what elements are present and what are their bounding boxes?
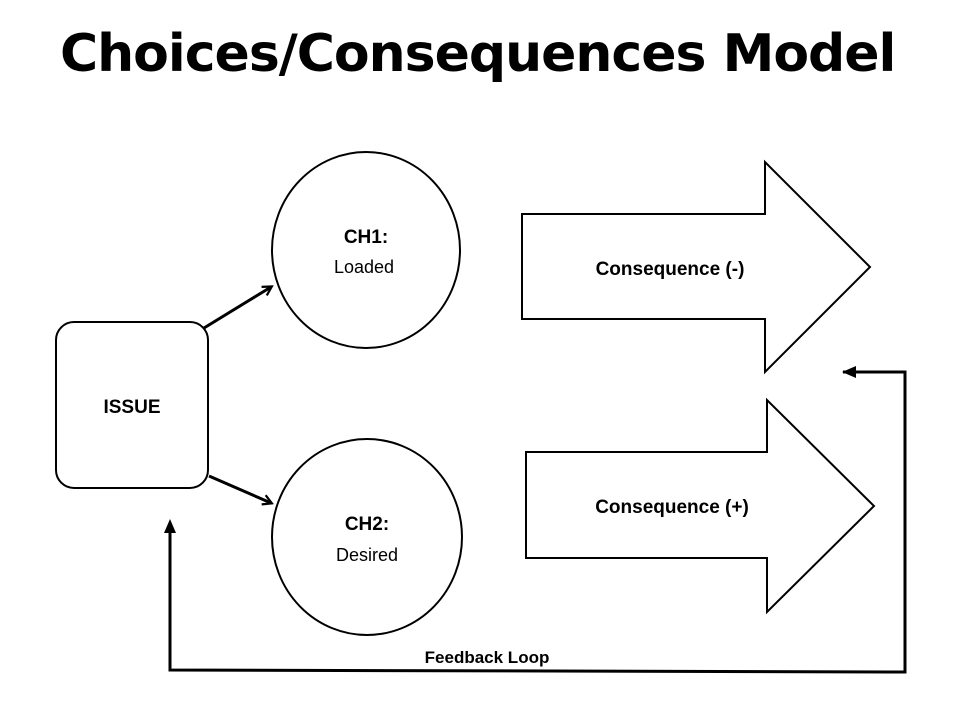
feedback-loop-label: Feedback Loop (425, 648, 550, 667)
issue-label: ISSUE (103, 397, 160, 418)
issue-node: ISSUE (55, 321, 209, 489)
consequence-positive-label: Consequence (+) (595, 497, 749, 518)
arrow-issue-to-ch2 (208, 474, 271, 503)
feedback-arrowhead-left (842, 366, 856, 378)
choice-2-title: CH2: (345, 514, 389, 535)
consequence-positive-arrow: Consequence (+) (525, 397, 876, 615)
choice-2-node: CH2: Desired (271, 438, 463, 636)
consequence-negative-label: Consequence (-) (596, 259, 745, 280)
choice-1-subtitle: Loaded (334, 257, 394, 277)
choice-1-title: CH1: (344, 227, 388, 248)
feedback-loop-line (168, 370, 907, 674)
choice-2-subtitle: Desired (336, 545, 398, 565)
arrow-issue-to-ch1 (203, 287, 271, 330)
choice-1-node: CH1: Loaded (271, 151, 461, 349)
feedback-arrowhead-up (164, 519, 176, 533)
consequence-negative-arrow: Consequence (-) (521, 159, 872, 375)
page-title: Choices/Consequences Model (60, 24, 896, 84)
